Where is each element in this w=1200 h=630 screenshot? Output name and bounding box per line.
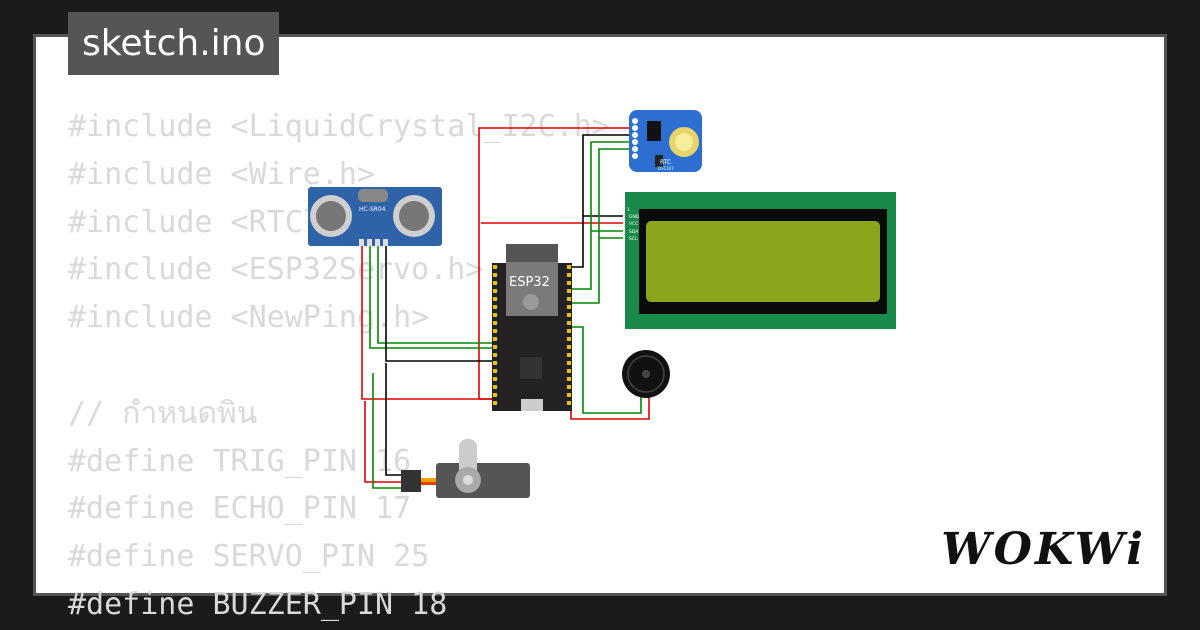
rtc-label: RTC — [660, 159, 671, 166]
lcd-pin-vcc: VCC — [629, 221, 638, 227]
wire-hc-gnd — [385, 243, 493, 362]
circuit-diagram: RTC DS1307 1 GND VCC SDA SCL HC-SR04 — [308, 110, 896, 498]
code-background: #include <LiquidCrystal_I2C.h> #include <… — [68, 103, 610, 629]
lcd-pin-gnd: GND — [629, 214, 640, 220]
wire-rtc-scl — [571, 148, 635, 304]
wire-hc-echo — [377, 243, 493, 344]
code-line: // กำหนดพิน — [68, 395, 258, 431]
code-line: #define BUZZER_PIN 18 — [68, 586, 448, 622]
esp32-board[interactable]: ESP32 — [492, 244, 572, 411]
wire-buzzer-sig — [571, 326, 642, 414]
wire-rtc-sda — [571, 141, 635, 290]
code-line: #include <LiquidCrystal_I2C.h> — [68, 109, 610, 144]
wire-servo-sig — [372, 373, 403, 489]
buzzer[interactable] — [622, 350, 670, 398]
wire-rtc-vcc — [478, 127, 635, 399]
rtc-chip-label: DS1307 — [658, 166, 674, 171]
wire-hc-vcc — [361, 243, 493, 400]
rtc-module[interactable]: RTC DS1307 — [629, 110, 702, 172]
wires — [361, 127, 650, 489]
wire-rtc-gnd — [571, 134, 635, 268]
code-line: #include <Wire.h> — [68, 156, 376, 192]
lcd-display[interactable]: 1 GND VCC SDA SCL — [625, 192, 896, 329]
ultrasonic-label: HC-SR04 — [359, 206, 386, 213]
ultrasonic-sensor[interactable]: HC-SR04 — [308, 187, 442, 246]
lcd-pin-scl: SCL — [629, 236, 638, 242]
esp32-pins — [493, 265, 571, 405]
lcd-pin-1: 1 — [627, 207, 630, 213]
code-line: #define SERVO_PIN 25 — [68, 539, 430, 575]
esp32-label: ESP32 — [509, 275, 550, 290]
code-line: #include <ESP32Servo.h> — [68, 252, 484, 288]
code-line: #define ECHO_PIN 17 — [68, 491, 412, 527]
lcd-pin-sda: SDA — [629, 229, 639, 235]
file-tab[interactable]: sketch.ino — [68, 12, 280, 75]
servo-motor[interactable] — [401, 439, 530, 498]
wire-servo-vcc — [364, 401, 403, 483]
wire-servo-gnd — [385, 363, 403, 476]
preview-frame: #include <LiquidCrystal_I2C.h> #include <… — [33, 34, 1167, 622]
wokwi-logo: WOKWi — [941, 524, 1146, 575]
code-line: #include <NewPing.h> — [68, 300, 430, 336]
wire-hc-trig — [369, 243, 493, 349]
